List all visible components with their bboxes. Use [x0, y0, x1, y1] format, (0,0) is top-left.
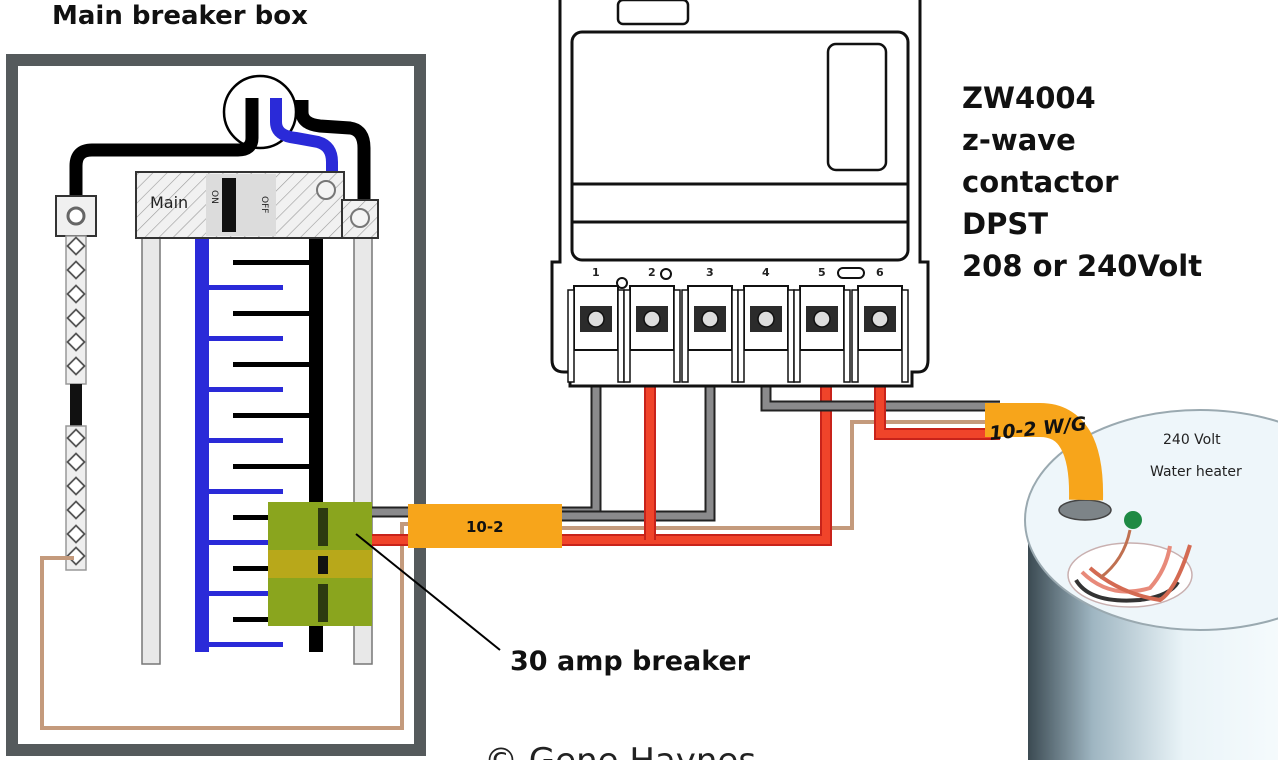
main-off-label: OFF: [259, 196, 269, 213]
contactor-kind: contactor: [962, 165, 1119, 199]
hot-bus-finger: [233, 464, 309, 469]
main-breaker-switch: [206, 174, 276, 236]
terminal-number: 2: [648, 266, 656, 279]
hot-bus-finger: [233, 311, 309, 316]
ground-screw: [66, 284, 86, 304]
main-feed-wire-right: [295, 100, 371, 205]
neutral-bus: [195, 238, 209, 652]
contactor-model: ZW4004: [962, 81, 1096, 115]
contactor-top-tab: [616, 0, 690, 26]
neutral-bus-finger: [209, 642, 283, 647]
ground-screw: [66, 500, 86, 520]
contactor-type: z-wave: [962, 123, 1076, 157]
ground-screw: [66, 356, 86, 376]
terminal-numbers: 1 2 3 4 5 6: [592, 266, 884, 279]
terminal-number: 5: [818, 266, 826, 279]
panel-title: Main breaker box: [52, 1, 308, 31]
terminal-number: 4: [762, 266, 770, 279]
feed-cable-jacket: [408, 504, 562, 548]
breaker-callout-label: 30 amp breaker: [510, 646, 751, 677]
contactor-window: [826, 42, 888, 172]
neutral-bus-finger: [209, 540, 283, 545]
neutral-bus-finger: [209, 285, 283, 290]
ground-screw: [66, 546, 86, 566]
heater-junction: [1067, 542, 1193, 608]
ground-screw: [66, 308, 86, 328]
terminal-number: 6: [876, 266, 884, 279]
cable-clamp: [1058, 499, 1112, 521]
neutral-bus-finger: [209, 387, 283, 392]
ground-screw: [66, 452, 86, 472]
main-breaker-label: Main: [150, 193, 188, 212]
heater-name-label: Water heater: [1150, 464, 1242, 480]
feed-wires: 10-2: [372, 350, 1000, 548]
panel-rail-left: [141, 237, 161, 665]
contactor-poles: DPST: [962, 207, 1048, 241]
contactor-voltage: 208 or 240Volt: [962, 249, 1202, 283]
terminal-block: [567, 285, 909, 383]
heater-voltage-label: 240 Volt: [1163, 432, 1221, 448]
ground-screw: [66, 236, 86, 256]
hot-bus-finger: [233, 362, 309, 367]
main-on-label: ON: [209, 190, 219, 204]
neutral-bus-finger: [209, 438, 283, 443]
30-amp-breaker: [268, 502, 372, 626]
neutral-bus-finger: [209, 336, 283, 341]
water-heater: 10-2 W/G 240 Volt Water heater: [985, 403, 1278, 760]
terminal-number: 3: [706, 266, 714, 279]
breaker-panel: Main ON OFF: [6, 54, 501, 756]
terminal-number: 1: [592, 266, 600, 279]
breaker-callout-line: [355, 533, 501, 651]
feed-cable-label: 10-2: [466, 518, 504, 536]
neutral-bus-finger: [209, 489, 283, 494]
contactor-label: ZW4004 z-wave contactor DPST 208 or 240V…: [962, 81, 1202, 283]
main-feed-wire-left: [69, 98, 259, 205]
ground-screw: [66, 428, 86, 448]
ground-screws: [66, 236, 86, 566]
copyright-label: © Gene Haynes: [484, 741, 756, 760]
contactor-cover: [570, 30, 910, 262]
heater-cable-jacket: [985, 403, 1104, 501]
ground-screw: [66, 332, 86, 352]
ground-screw: [66, 260, 86, 280]
ground-screw-icon: [1124, 511, 1142, 529]
ground-screw: [66, 476, 86, 496]
zw4004-contactor: 1 2 3 4 5 6: [550, 0, 930, 388]
hot-bus-finger: [233, 260, 309, 265]
main-neutral-wire: [270, 98, 338, 175]
ground-screw: [66, 524, 86, 544]
hot-bus-finger: [233, 413, 309, 418]
neutral-bus-finger: [209, 591, 283, 596]
main-breaker-handle: [222, 178, 236, 232]
ground-wire-panel: [40, 522, 408, 730]
bonding-strap: [70, 384, 82, 426]
